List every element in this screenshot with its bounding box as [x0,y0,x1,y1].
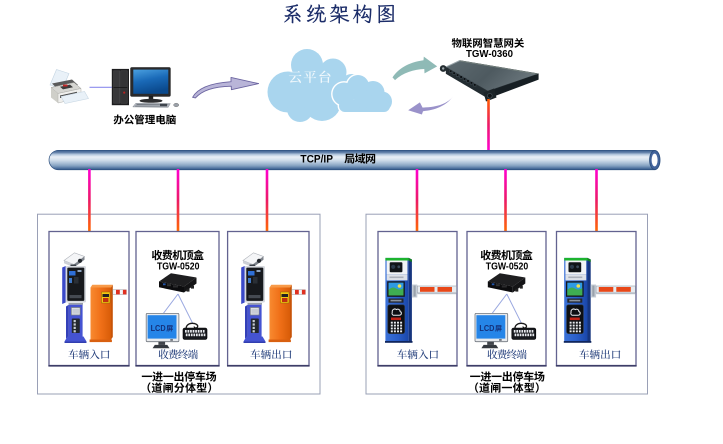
svg-text:TGW-0520: TGW-0520 [157,262,200,273]
svg-text:LCD: LCD [151,324,166,333]
svg-text:TCP/IP: TCP/IP [300,154,333,166]
svg-text:TGW-0360: TGW-0360 [466,49,513,60]
